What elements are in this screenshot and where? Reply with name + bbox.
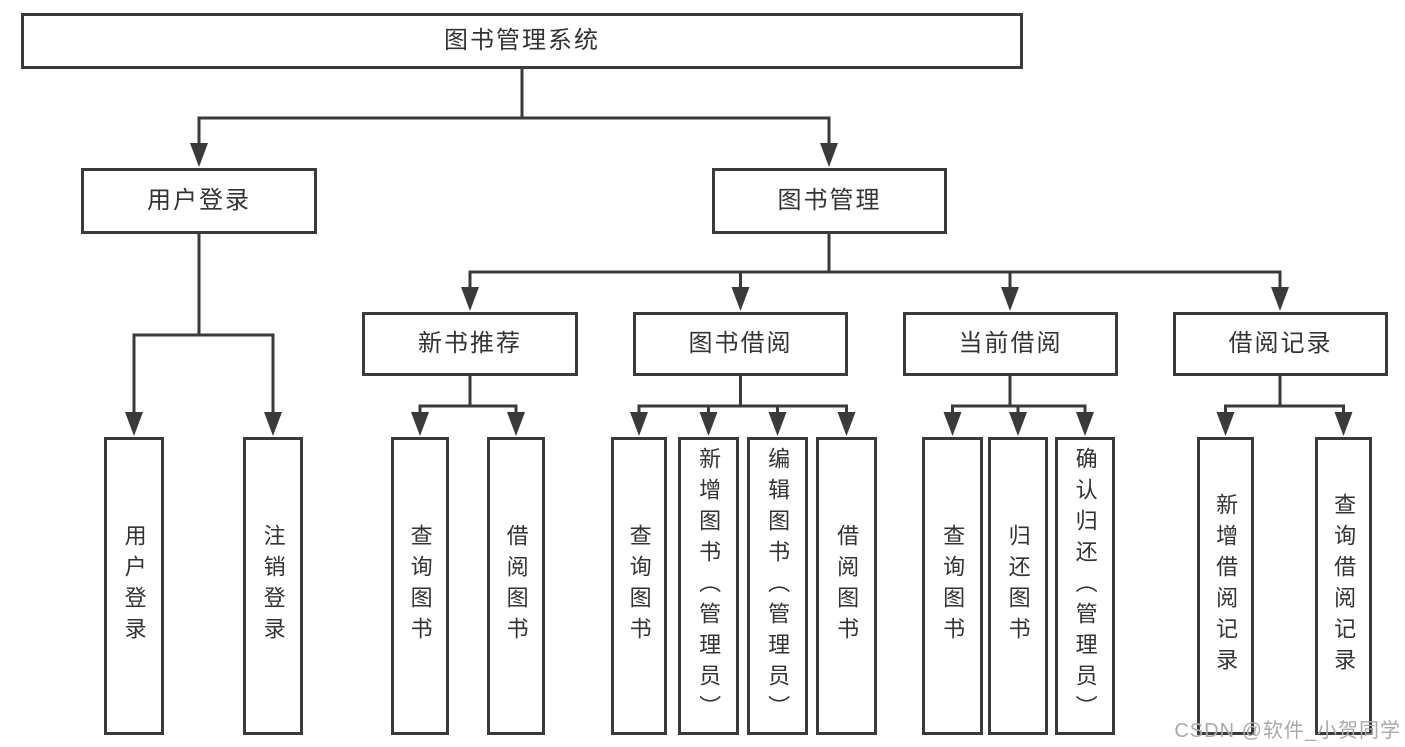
leaf-add-book-admin-label: 新增图书（管理员） xyxy=(696,446,722,726)
node-book-borrow: 图书借阅 xyxy=(633,312,848,376)
leaf-logout-login: 注销登录 xyxy=(243,437,303,735)
node-borrow-records-label: 借阅记录 xyxy=(1228,330,1333,357)
leaf-query-borrow-record: 查询借阅记录 xyxy=(1315,437,1372,735)
node-root: 图书管理系统 xyxy=(21,13,1023,69)
leaf-query-books-current: 查询图书 xyxy=(922,437,983,735)
node-user-login: 用户登录 xyxy=(81,168,317,234)
leaf-logout-login-label: 注销登录 xyxy=(260,524,286,648)
leaf-query-books-recommend-label: 查询图书 xyxy=(407,524,433,648)
node-current-borrow-label: 当前借阅 xyxy=(958,330,1063,357)
leaf-query-books-borrow-label: 查询图书 xyxy=(626,524,652,648)
leaf-user-login-label: 用户登录 xyxy=(121,524,147,648)
node-root-label: 图书管理系统 xyxy=(444,27,600,54)
leaf-add-borrow-record-label: 新增借阅记录 xyxy=(1213,493,1239,679)
leaf-add-borrow-record: 新增借阅记录 xyxy=(1197,437,1254,735)
leaf-query-books-borrow: 查询图书 xyxy=(611,437,667,735)
node-book-management: 图书管理 xyxy=(712,168,947,234)
leaf-confirm-return-admin-label: 确认归还（管理员） xyxy=(1072,446,1098,726)
node-new-book-recommend: 新书推荐 xyxy=(362,312,578,376)
leaf-borrow-books: 借阅图书 xyxy=(816,437,877,735)
node-user-login-label: 用户登录 xyxy=(147,187,251,214)
leaf-borrow-books-label: 借阅图书 xyxy=(834,524,860,648)
leaf-confirm-return-admin: 确认归还（管理员） xyxy=(1055,437,1115,735)
leaf-add-book-admin: 新增图书（管理员） xyxy=(678,437,739,735)
leaf-return-book: 归还图书 xyxy=(988,437,1048,735)
node-new-book-recommend-label: 新书推荐 xyxy=(418,330,522,357)
leaf-query-borrow-record-label: 查询借阅记录 xyxy=(1331,493,1357,679)
csdn-watermark: CSDN @软件_小贺同学 xyxy=(1174,720,1401,742)
leaf-return-book-label: 归还图书 xyxy=(1005,524,1031,648)
node-book-management-label: 图书管理 xyxy=(777,187,882,214)
leaf-query-books-recommend: 查询图书 xyxy=(391,437,449,735)
leaf-edit-book-admin-label: 编辑图书（管理员） xyxy=(765,446,791,726)
node-current-borrow: 当前借阅 xyxy=(903,312,1118,376)
node-borrow-records: 借阅记录 xyxy=(1173,312,1388,376)
leaf-borrow-books-recommend-label: 借阅图书 xyxy=(503,524,529,648)
node-book-borrow-label: 图书借阅 xyxy=(688,330,793,357)
leaf-query-books-current-label: 查询图书 xyxy=(940,524,966,648)
leaf-borrow-books-recommend: 借阅图书 xyxy=(487,437,545,735)
leaf-edit-book-admin: 编辑图书（管理员） xyxy=(747,437,808,735)
leaf-user-login: 用户登录 xyxy=(104,437,164,735)
